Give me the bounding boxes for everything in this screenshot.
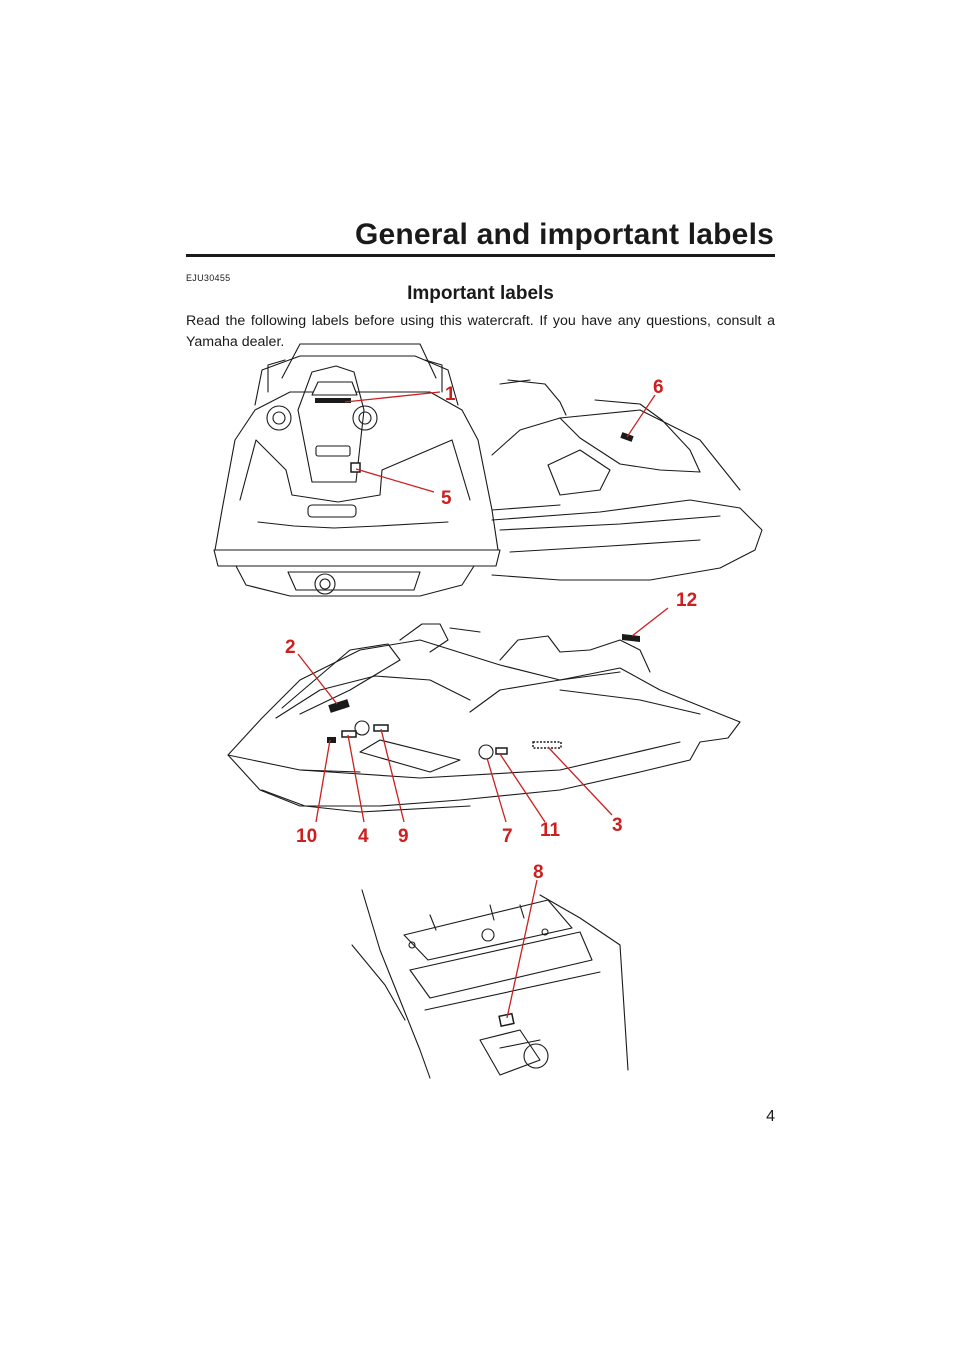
page-header-title: General and important labels	[354, 218, 774, 251]
callout-4: 4	[358, 826, 369, 847]
label-11-marker	[495, 747, 508, 755]
label-8-marker	[498, 1012, 515, 1028]
callout-5: 5	[441, 488, 452, 509]
label-10-marker	[327, 737, 336, 743]
full-side-view-illustration	[227, 623, 741, 813]
callout-12: 12	[676, 590, 697, 611]
callout-10: 10	[296, 826, 317, 847]
callout-numbers: 1 5 6 12 2 10 4 9 7 11 3 8	[285, 377, 697, 883]
label-2-marker	[328, 699, 350, 713]
callout-1: 1	[445, 384, 456, 405]
callout-3: 3	[612, 815, 623, 836]
callout-6: 6	[653, 377, 664, 398]
intro-paragraph: Read the following labels before using t…	[186, 313, 775, 350]
page-number: 4	[766, 1108, 775, 1125]
header-rule	[186, 254, 775, 257]
callout-8: 8	[533, 862, 544, 883]
storage-compartment-illustration	[351, 889, 629, 1079]
rear-view-illustration	[213, 343, 501, 597]
callout-7: 7	[502, 826, 513, 847]
callout-2: 2	[285, 637, 296, 658]
document-code: EJU30455	[186, 273, 231, 283]
section-title: Important labels	[407, 283, 554, 304]
label-4-marker	[341, 730, 357, 738]
label-1-marker	[315, 398, 351, 403]
callout-leaders	[297, 391, 669, 1019]
label-5-marker	[350, 462, 361, 473]
label-3-marker	[532, 741, 562, 749]
label-12-marker	[622, 634, 640, 642]
callout-11: 11	[540, 820, 561, 841]
side-view-illustration	[491, 379, 763, 581]
callout-9: 9	[398, 826, 409, 847]
